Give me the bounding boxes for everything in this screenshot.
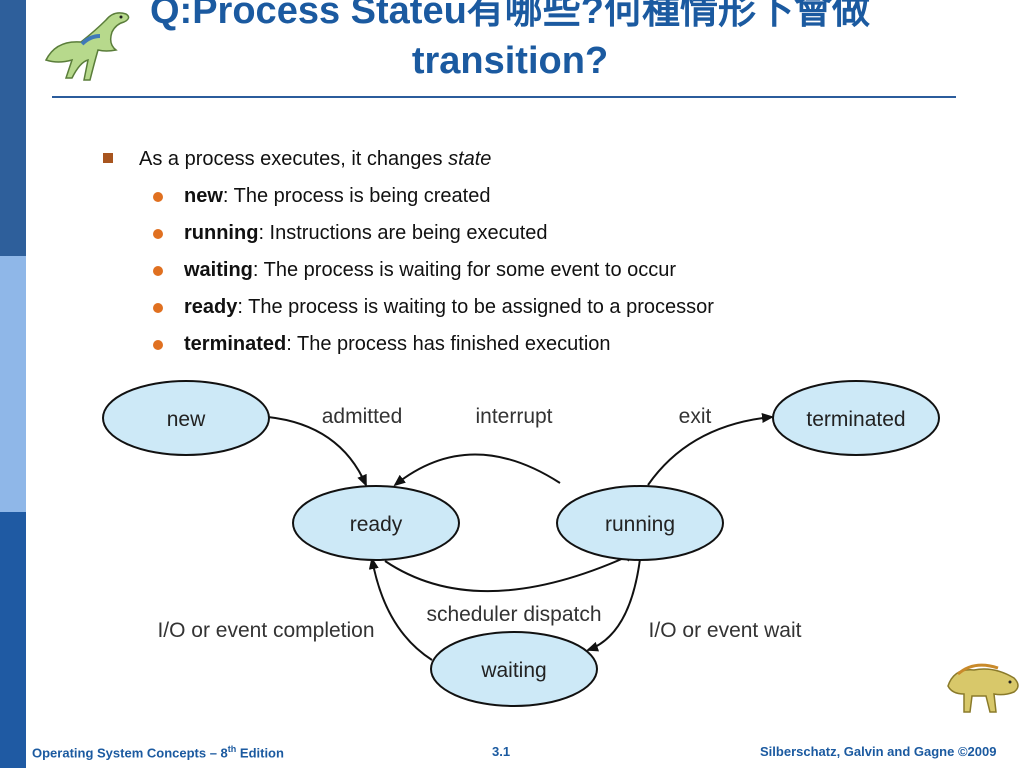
state-term: ready xyxy=(184,296,238,318)
edge-dispatch-label: scheduler dispatch xyxy=(426,603,601,626)
dot-bullet-icon xyxy=(153,340,163,350)
state-desc: : The process is waiting for some event … xyxy=(252,259,677,281)
edge-io-wait xyxy=(586,558,641,652)
state-desc: : The process is waiting to be assigned … xyxy=(237,296,714,318)
node-new-label: new xyxy=(167,408,206,431)
list-item: ready: The process is waiting to be assi… xyxy=(100,294,714,331)
list-item: running: Instructions are being executed xyxy=(100,220,714,257)
node-waiting xyxy=(430,631,598,707)
bullet-main-emph: state xyxy=(448,148,492,170)
node-running-label: running xyxy=(605,513,675,536)
edge-io-completion-label: I/O or event completion xyxy=(157,619,374,642)
list-item: new: The process is being created xyxy=(100,183,714,220)
node-terminated-label: terminated xyxy=(806,408,905,431)
dinosaur-top-left-icon xyxy=(44,12,130,81)
dot-bullet-icon xyxy=(153,303,163,313)
bullet-main: As a process executes, it changes state xyxy=(100,146,714,172)
sidebar-band-light xyxy=(0,256,26,512)
node-ready xyxy=(292,485,460,561)
edge-admitted-label: admitted xyxy=(322,405,403,428)
state-desc: : The process is being created xyxy=(222,185,491,207)
footer-course-edition: Edition xyxy=(236,745,284,761)
footer-page-number: 3.1 xyxy=(492,744,511,759)
list-item: terminated: The process has finished exe… xyxy=(100,331,714,368)
edge-io-completion xyxy=(368,557,433,661)
dinosaur-bottom-right-icon xyxy=(947,663,1019,713)
state-desc: : Instructions are being executed xyxy=(258,222,548,244)
footer-course-sup: th xyxy=(227,744,237,754)
edge-exit xyxy=(647,412,774,486)
list-item: waiting: The process is waiting for some… xyxy=(100,257,714,294)
edge-io-wait-label: I/O or event wait xyxy=(649,619,802,642)
dot-bullet-icon xyxy=(153,229,163,239)
state-term: new xyxy=(184,185,223,207)
bullet-main-text: As a process executes, it changes xyxy=(139,148,449,170)
edge-admitted xyxy=(267,416,367,487)
node-ready-label: ready xyxy=(350,513,403,536)
edge-interrupt xyxy=(393,453,561,487)
node-terminated xyxy=(772,380,940,456)
dot-bullet-icon xyxy=(153,266,163,276)
edge-interrupt-label: interrupt xyxy=(475,405,552,428)
state-term: running xyxy=(184,222,259,244)
edge-exit-label: exit xyxy=(679,405,712,428)
title-rule xyxy=(52,96,956,98)
dot-bullet-icon xyxy=(153,192,163,202)
state-term: waiting xyxy=(184,259,253,281)
edge-dispatch xyxy=(384,552,637,593)
footer-copyright: Silberschatz, Galvin and Gagne ©2009 xyxy=(760,744,997,759)
footer-course-text: Operating System Concepts – 8 xyxy=(32,745,228,761)
sidebar-band xyxy=(0,0,26,768)
state-term: terminated xyxy=(184,333,287,355)
sidebar-band-dark xyxy=(0,512,26,768)
state-diagram: new terminated ready running waiting adm… xyxy=(102,380,940,707)
node-new xyxy=(102,380,270,456)
slide-title: Q:Process Stateu有哪些?何種情形下會做 transition? xyxy=(150,0,870,82)
node-running xyxy=(556,485,724,561)
node-waiting-label: waiting xyxy=(480,659,546,682)
bullet-list: As a process executes, it changes state … xyxy=(100,146,714,368)
square-bullet-icon xyxy=(103,153,113,163)
state-desc: : The process has finished execution xyxy=(286,333,611,355)
footer-course: Operating System Concepts – 8th Edition xyxy=(32,744,284,760)
